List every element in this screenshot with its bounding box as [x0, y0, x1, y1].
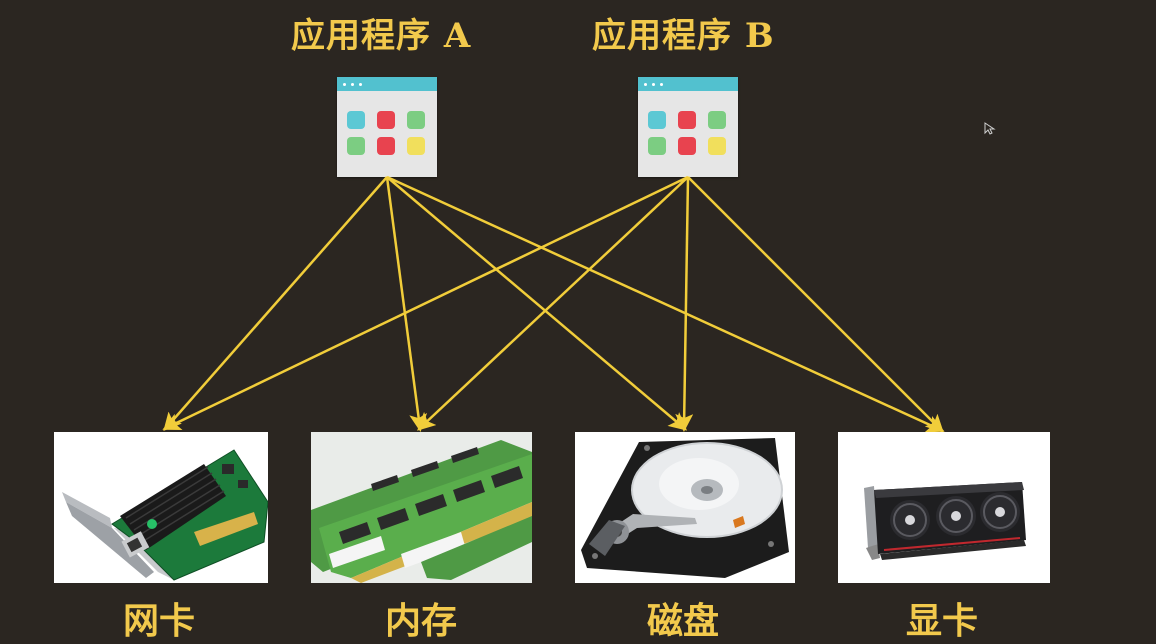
app-a-window-icon [337, 77, 437, 177]
app-tile-icon [708, 137, 726, 155]
app-tile-icon [407, 137, 425, 155]
graphics-card-image [838, 432, 1050, 583]
arrow-b-to-ram [417, 176, 689, 431]
arrow-a-to-gpu [386, 175, 945, 433]
gpu-label: 显卡 [906, 600, 979, 642]
arrow-b-to-gpu [687, 176, 944, 433]
arrow-a-to-nic [163, 176, 388, 432]
app-tile-icon [407, 111, 425, 129]
memory-module-image [311, 432, 532, 583]
nic-label: 网卡 [123, 600, 196, 642]
app-tile-icon [648, 111, 666, 129]
app-tile-icon [347, 111, 365, 129]
app-tile-icon [678, 111, 696, 129]
window-titlebar [337, 77, 437, 91]
hard-disk-image [575, 432, 795, 583]
arrow-a-to-ram [385, 176, 428, 432]
app-tile-icon [678, 137, 696, 155]
arrow-a-to-disk [386, 176, 688, 431]
arrow-b-to-disk [675, 176, 694, 432]
app-tile-icon [377, 137, 395, 155]
app-tile-icon [377, 111, 395, 129]
network-card-image [54, 432, 268, 583]
app-b-window-icon [638, 77, 738, 177]
app-tile-icon [708, 111, 726, 129]
app-a-label: 应用程序 A [291, 16, 472, 56]
disk-label: 磁盘 [647, 600, 720, 642]
app-b-label: 应用程序 B [592, 16, 775, 56]
app-tile-icon [347, 137, 365, 155]
mouse-cursor-icon [984, 122, 996, 135]
ram-label: 内存 [385, 600, 458, 642]
arrow-b-to-nic [162, 175, 689, 431]
window-titlebar [638, 77, 738, 91]
app-tile-icon [648, 137, 666, 155]
